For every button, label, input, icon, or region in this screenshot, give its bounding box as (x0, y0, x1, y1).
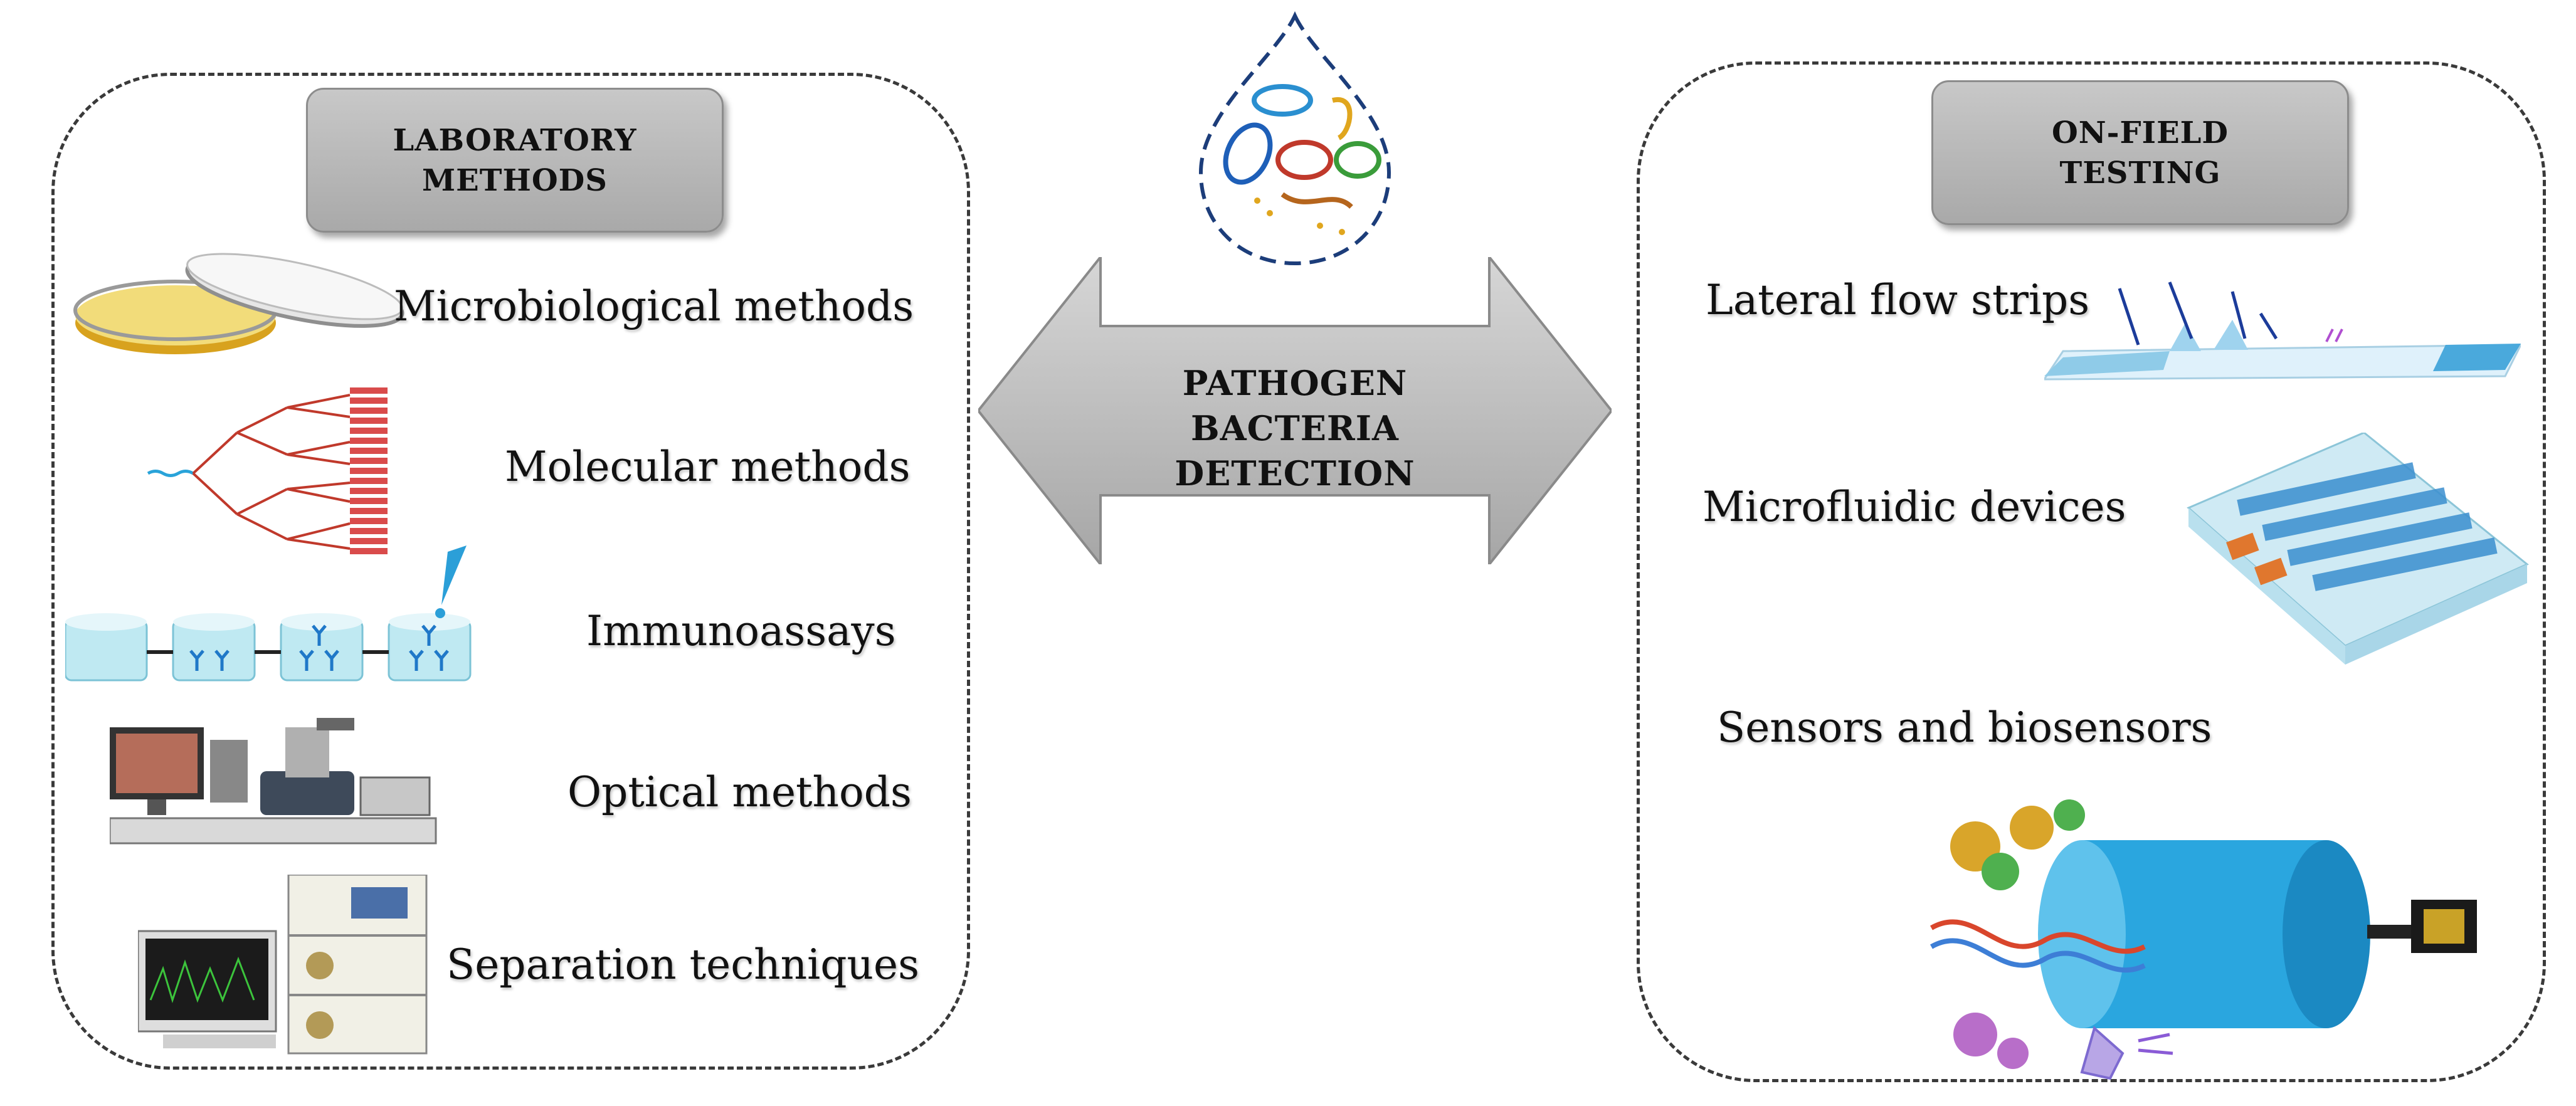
chromatography-instrument-icon (138, 875, 428, 1055)
laboratory-methods-header: LABORATORY METHODS (306, 88, 724, 233)
dna-amplification-icon (147, 387, 388, 554)
microfluidic-devices-label: Microfluidic devices (1702, 483, 2126, 531)
molecular-methods-label: Molecular methods (505, 443, 911, 491)
pathogen-detection-text: PATHOGEN BACTERIA DETECTION (1175, 363, 1415, 493)
on-field-testing-panel (1637, 61, 2546, 1082)
bacteria-droplet-icon (1198, 11, 1391, 266)
lateral-flow-strips-label: Lateral flow strips (1706, 276, 2090, 324)
microbiological-methods-label: Microbiological methods (394, 282, 914, 330)
lateral-flow-strip-icon (2044, 282, 2521, 381)
separation-techniques-label: Separation techniques (446, 940, 919, 989)
microscope-workstation-icon (110, 718, 437, 845)
optical-methods-label: Optical methods (567, 768, 912, 816)
biosensor-icon (1930, 799, 2477, 1080)
sensors-and-biosensors-label: Sensors and biosensors (1717, 703, 2212, 752)
immunoassay-wells-icon (65, 545, 472, 682)
microfluidic-chip-icon (2187, 433, 2529, 665)
laboratory-methods-header-label: LABORATORY METHODS (393, 122, 637, 198)
double-arrow-icon (978, 257, 1612, 564)
petri-dish-icon (73, 253, 404, 354)
on-field-testing-header: ON-FIELD TESTING (1931, 80, 2349, 225)
laboratory-methods-panel (51, 73, 970, 1070)
on-field-testing-header-label: ON-FIELD TESTING (2051, 115, 2229, 191)
immunoassays-label: Immunoassays (586, 607, 896, 655)
pathogen-detection-label: PATHOGEN BACTERIA DETECTION (978, 361, 1612, 496)
